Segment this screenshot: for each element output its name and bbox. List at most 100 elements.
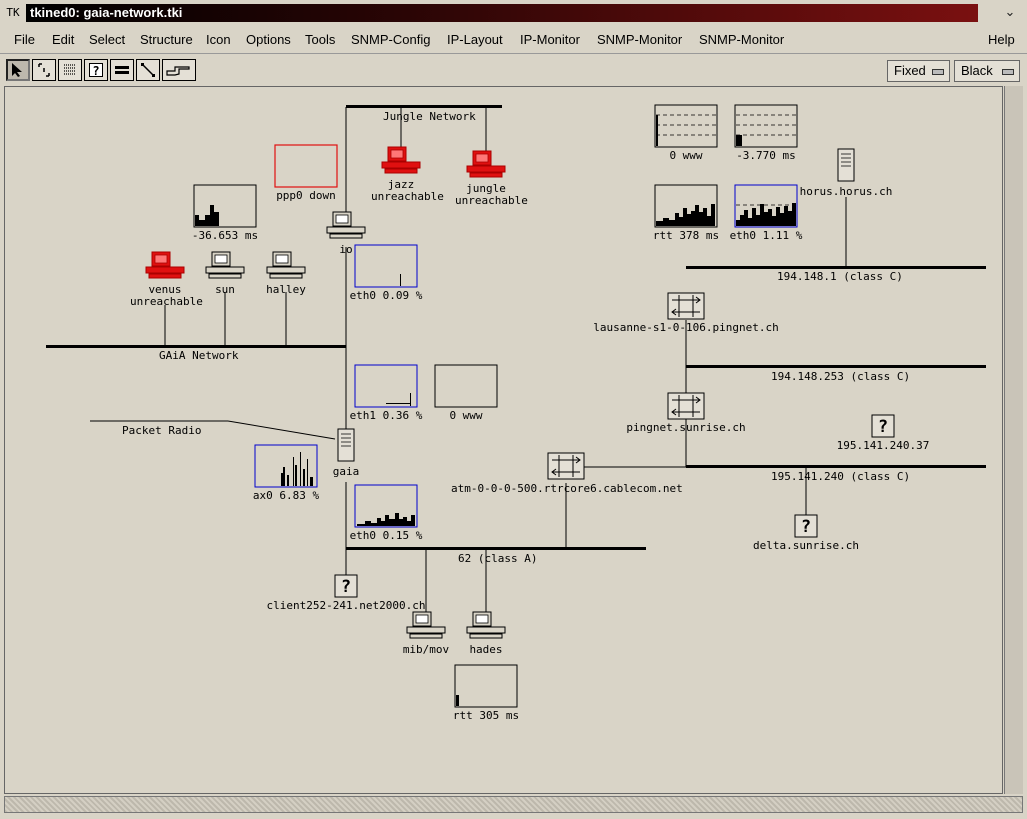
network-label-62: 62 (class A) — [458, 552, 538, 565]
stripchart-www-mid — [434, 364, 498, 408]
graph-label-eth1: eth1 0.36 % — [349, 409, 423, 422]
workstation-icon-jungle[interactable] — [466, 150, 506, 178]
server-icon-horus[interactable] — [837, 148, 855, 182]
node-label-io: io — [339, 243, 353, 256]
select-tool-button[interactable] — [6, 59, 30, 81]
graph-label-eth0-gaia: eth0 0.15 % — [349, 529, 423, 542]
menu-ip-layout[interactable]: IP-Layout — [447, 32, 503, 47]
horizontal-scrollbar[interactable] — [4, 796, 1023, 813]
workstation-icon-mibmov[interactable] — [406, 611, 446, 639]
menu-bar: File Edit Select Structure Icon Options … — [0, 26, 1027, 54]
graph-label-www-top: 0 www — [669, 149, 703, 162]
node-label-sun: sun — [215, 283, 235, 296]
arrow-pointer-icon — [12, 63, 22, 77]
workstation-icon-halley[interactable] — [266, 251, 306, 279]
network-bar-icon — [115, 66, 129, 74]
vertical-scrollbar[interactable] — [1004, 86, 1023, 794]
network-topology: ? — [46, 104, 986, 708]
menu-snmp-monitor[interactable]: SNMP-Monitor — [597, 32, 683, 47]
unknown-host-icon-client[interactable] — [334, 574, 358, 598]
node-label-horus: horus.horus.ch — [799, 185, 893, 198]
text-lines-icon — [64, 64, 76, 75]
menu-options[interactable]: Options — [246, 32, 291, 47]
workstation-icon-sun[interactable] — [205, 251, 245, 279]
workstation-icon-jazz[interactable] — [381, 146, 421, 174]
menu-help[interactable]: Help — [988, 32, 1015, 47]
network-label-194-148-1: 194.148.1 (class C) — [777, 270, 903, 283]
menu-edit[interactable]: Edit — [52, 32, 75, 47]
fixed-dropdown-label: Fixed — [894, 63, 926, 78]
help-tool-button[interactable]: ? — [84, 59, 108, 81]
graph-label-rtt378: rtt 378 ms — [652, 229, 720, 242]
network-label-195-141-240: 195.141.240 (class C) — [771, 470, 911, 483]
node-label-hades: hades — [469, 643, 503, 656]
node-label-client: client252-241.net2000.ch — [266, 599, 426, 612]
unknown-host-icon-delta[interactable] — [794, 514, 818, 538]
graph-label-eth0-r: eth0 1.11 % — [729, 229, 803, 242]
menu-snmp-config[interactable]: SNMP-Config — [351, 32, 431, 47]
link-tool-button[interactable] — [136, 59, 160, 81]
menu-icon[interactable]: Icon — [206, 32, 231, 47]
menu-ip-monitor[interactable]: IP-Monitor — [520, 32, 580, 47]
graph-label-ppp0: ppp0 down — [276, 189, 336, 202]
router-icon-atm[interactable] — [547, 452, 585, 480]
hand-tool-button[interactable] — [162, 59, 196, 81]
dropdown-indicator-icon — [932, 69, 944, 75]
graph-label-rtt305: rtt 305 ms — [452, 709, 520, 722]
workstation-icon-io[interactable] — [326, 211, 366, 239]
network-tool-button[interactable] — [110, 59, 134, 81]
toolbar: ? Fixed Black — [0, 54, 1027, 86]
menu-tools[interactable]: Tools — [305, 32, 336, 47]
router-icon-lausanne[interactable] — [667, 292, 705, 320]
svg-text:?: ? — [92, 64, 99, 78]
graph-label-ax0: ax0 6.83 % — [252, 489, 320, 502]
window-title: tkined0: gaia-network.tki — [26, 4, 978, 22]
node-label-195-141-240-37: 195.141.240.37 — [836, 439, 930, 452]
graph-label-eth0-io: eth0 0.09 % — [349, 289, 423, 302]
graph-label-ms3770: -3.770 ms — [736, 149, 796, 162]
workstation-icon-venus[interactable] — [145, 251, 185, 279]
server-icon-gaia[interactable] — [337, 428, 355, 462]
graph-label-ms36: -36.653 ms — [191, 229, 259, 242]
title-bar: TK tkined0: gaia-network.tki ⌄ — [0, 0, 1027, 27]
node-label-gaia: gaia — [332, 465, 360, 478]
stripchart-ppp0 — [274, 144, 338, 188]
color-dropdown[interactable]: Black — [954, 60, 1020, 82]
workstation-icon-hades[interactable] — [466, 611, 506, 639]
stripchart-ax0 — [254, 444, 318, 488]
network-label-gaia: GAiA Network — [159, 349, 239, 362]
window-options-icon[interactable]: ⌄ — [1004, 4, 1016, 19]
node-label-atm: atm-0-0-0-500.rtrcore6.cablecom.net — [451, 482, 683, 495]
menu-snmp-monitor-2[interactable]: SNMP-Monitor — [699, 32, 785, 47]
network-map-canvas[interactable]: ? — [4, 86, 1003, 794]
stripchart-eth0-io — [354, 244, 418, 288]
node-label-delta: delta.sunrise.ch — [753, 539, 859, 552]
text-tool-button[interactable] — [58, 59, 82, 81]
resize-icon — [38, 63, 50, 77]
resize-tool-button[interactable] — [32, 59, 56, 81]
menu-file[interactable]: File — [14, 32, 35, 47]
stripchart-boxes — [193, 104, 798, 708]
color-dropdown-label: Black — [961, 63, 993, 78]
node-label-mibmov: mib/mov — [402, 643, 450, 656]
router-icon-pingnet[interactable] — [667, 392, 705, 420]
pointing-hand-icon — [166, 66, 190, 76]
stripchart-eth1 — [354, 364, 418, 408]
network-label-packet-radio: Packet Radio — [122, 424, 202, 437]
stripchart-gridlines — [656, 114, 796, 206]
dropdown-indicator-icon — [1002, 69, 1014, 75]
menu-structure[interactable]: Structure — [140, 32, 193, 47]
link-lines — [90, 107, 847, 614]
graph-label-www-mid: 0 www — [449, 409, 483, 422]
fixed-dropdown[interactable]: Fixed — [887, 60, 950, 82]
stripchart-ms3770 — [734, 104, 798, 148]
stripchart-rtt305 — [454, 664, 518, 708]
network-bars — [46, 105, 986, 550]
window-menu-icon[interactable]: TK — [6, 6, 20, 19]
menu-select[interactable]: Select — [89, 32, 126, 47]
stripchart-www-top — [654, 104, 718, 148]
stripchart-traces — [195, 115, 796, 706]
unknown-host-icon-195[interactable] — [871, 414, 895, 438]
